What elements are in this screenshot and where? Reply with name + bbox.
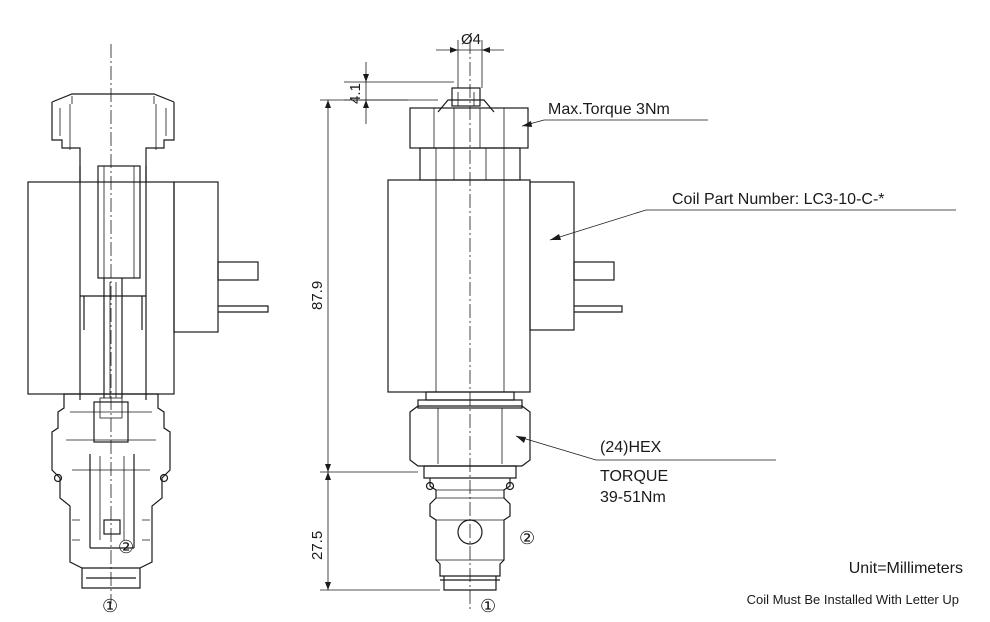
dimension-diameter: Ø4 [436,31,504,88]
stem-height-label: 4.1 [347,83,364,104]
dimension-body-length: 87.9 [309,99,418,473]
body-length-label: 87.9 [309,281,326,310]
unit-note: Unit=Millimeters [849,560,963,577]
port-1-label-left: ① [102,596,118,616]
port-1-label-right: ① [480,596,496,616]
torque-range-label: 39-51Nm [600,489,666,506]
callout-hex: (24)HEX TORQUE 39-51Nm [515,435,776,506]
callout-max-torque: Max.Torque 3Nm [521,101,708,127]
cartridge-length-label: 27.5 [309,531,326,560]
hex-size-label: (24)HEX [600,439,662,456]
dimension-stem-height: 4.1 [344,62,454,124]
exterior-view: ② ① [387,40,623,616]
dimension-cartridge-length: 27.5 [309,472,440,591]
callout-coil-part: Coil Part Number: LC3-10-C-* [549,191,956,241]
max-torque-label: Max.Torque 3Nm [548,101,670,118]
coil-install-note: Coil Must Be Installed With Letter Up [747,592,959,607]
port-2-label-left: ② [118,537,134,557]
coil-part-label: Coil Part Number: LC3-10-C-* [672,191,885,208]
diameter-label: Ø4 [461,31,481,48]
port-2-label-right: ② [519,528,535,548]
section-view: ② ① [27,44,269,616]
torque-label: TORQUE [600,468,668,485]
